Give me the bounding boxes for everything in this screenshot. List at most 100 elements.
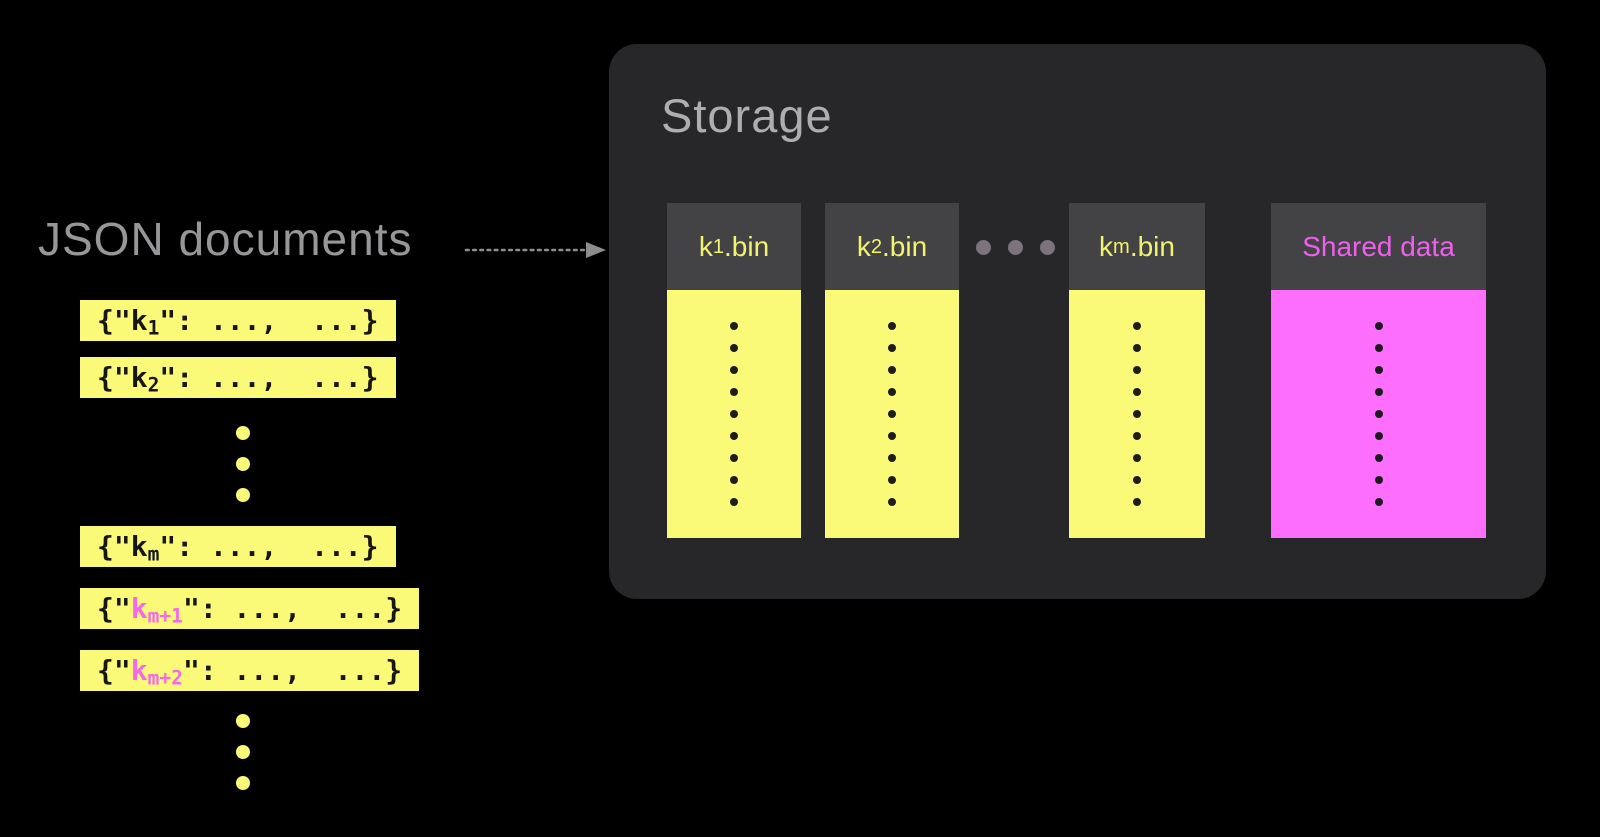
doc-key: km [131,530,160,566]
doc-text: ": ..., ...} [182,592,403,625]
json-doc-row: {"km+1": ..., ...} [80,588,420,629]
shared-data-label: Shared data [1302,230,1455,262]
ellipsis-dot [1040,240,1055,255]
json-doc-row: {"k2": ..., ...} [80,357,396,398]
bin-label-ext: .bin [882,230,928,262]
ellipsis-dot [1008,240,1023,255]
record-dot [1374,410,1383,418]
record-dot [1133,498,1141,506]
doc-text: {" [97,654,131,687]
record-dot [1133,366,1141,374]
doc-text: ": ..., ...} [159,304,379,337]
json-doc-row: {"k1": ..., ...} [80,300,396,341]
doc-key-base: k [130,592,148,625]
json-documents-label: JSON documents [38,213,413,265]
ellipsis-dot [976,240,991,255]
bin-label-base: k [856,230,871,262]
doc-key-highlighted: km+1 [130,592,183,628]
record-dot [1133,410,1141,418]
doc-key-base: k [130,361,148,394]
bin-label-base: k [1099,230,1114,262]
record-dot [730,322,738,330]
vertical-ellipsis [236,714,250,790]
doc-text: {" [97,361,131,394]
json-doc-row: {"km": ..., ...} [80,526,396,567]
record-dot [1374,344,1383,352]
record-dot [1374,432,1383,440]
ellipsis-dot [236,714,250,728]
doc-key-subscript: m+1 [147,604,183,628]
doc-key-highlighted: km+2 [130,654,183,690]
record-dot [1133,476,1141,484]
column-body [1069,290,1205,538]
record-dot [888,388,896,396]
record-dot [1374,322,1383,330]
doc-text: ": ..., ...} [159,530,379,563]
doc-key-subscript: m [147,542,160,566]
record-dot [1374,476,1383,484]
doc-key: k2 [130,361,160,397]
record-dot [888,454,896,462]
doc-text: {" [97,592,131,625]
record-dot [730,388,738,396]
record-dot [888,322,896,330]
bin-label-ext: .bin [1129,230,1175,262]
ellipsis-dot [236,426,250,440]
record-dot [730,476,738,484]
record-dot [1133,344,1141,352]
record-dot [1133,432,1141,440]
record-dot [888,476,896,484]
record-dot [888,366,896,374]
record-dot [1133,454,1141,462]
shared-data-column: Shared data [1271,203,1486,538]
record-dot [1374,498,1383,506]
ellipsis-dot [236,488,250,502]
bin-label-ext: .bin [724,230,770,262]
doc-key: k1 [130,304,160,340]
record-dot [1374,388,1383,396]
horizontal-ellipsis [976,240,1055,255]
bin-label-base: k [698,230,713,262]
record-dot [888,410,896,418]
column-header: Shared data [1271,203,1486,290]
flow-arrow-icon [464,242,606,258]
record-dot [888,344,896,352]
record-dot [888,432,896,440]
column-body [825,290,959,538]
ellipsis-dot [236,776,250,790]
record-dot [1374,366,1383,374]
record-dot [730,344,738,352]
column-body [667,290,801,538]
record-dot [1133,322,1141,330]
vertical-ellipsis [236,426,250,502]
record-dot [730,432,738,440]
doc-text: ": ..., ...} [159,361,379,394]
record-dot [1133,388,1141,396]
record-dot [1374,454,1383,462]
record-dot [888,498,896,506]
record-dot [730,454,738,462]
doc-text: {" [97,304,131,337]
doc-key-base: k [130,304,148,337]
record-dot [730,498,738,506]
ellipsis-dot [236,457,250,471]
doc-text: {" [97,530,131,563]
doc-text: ": ..., ...} [182,654,403,687]
ellipsis-dot [236,745,250,759]
record-dot [730,410,738,418]
doc-key-subscript: 1 [147,316,160,340]
doc-key-base: k [130,654,148,687]
doc-key-subscript: 2 [147,373,160,397]
record-dot [730,366,738,374]
doc-key-subscript: m+2 [147,666,183,690]
json-doc-row: {"km+2": ..., ...} [80,650,420,691]
